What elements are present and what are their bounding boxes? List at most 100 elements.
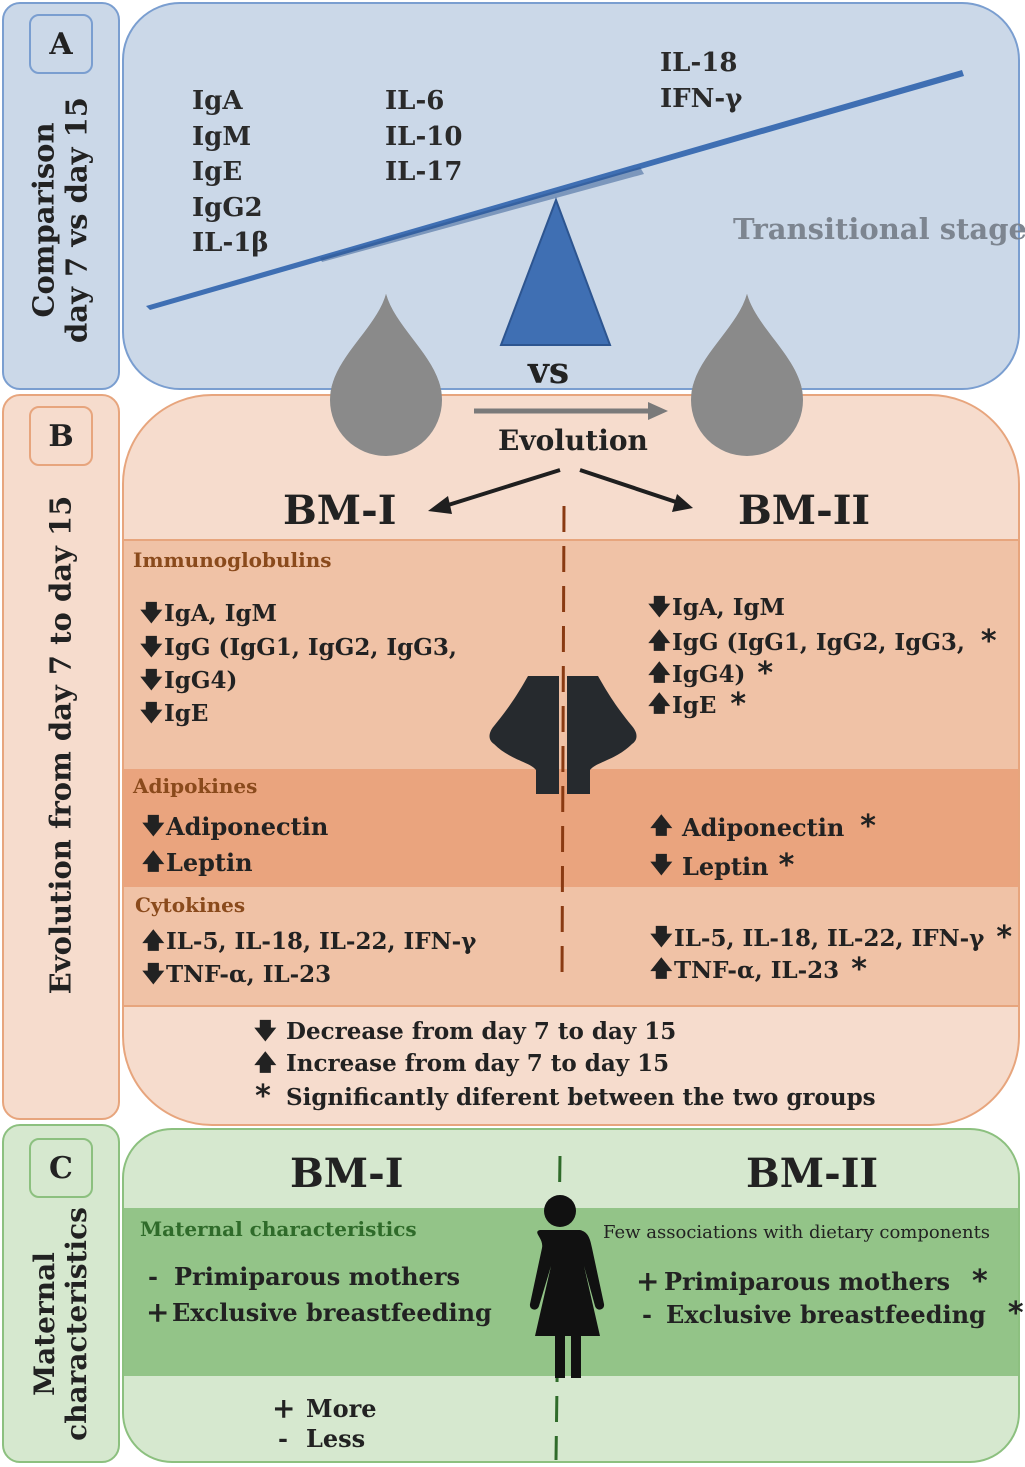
cytokines-title: Cytokines bbox=[135, 893, 246, 917]
adipo-left-text: Adiponectin bbox=[166, 812, 329, 841]
down-arrow-icon: 🡇 bbox=[254, 1018, 277, 1044]
panel-c-graphic bbox=[529, 1155, 605, 1461]
immuno-right-text: IgE bbox=[672, 691, 717, 719]
evolution-arrow-head bbox=[648, 402, 668, 420]
immuno-left-row: 🡇IgA, IgM bbox=[140, 600, 277, 627]
col1-item: IgA bbox=[192, 86, 243, 116]
immuno-left-row: 🡇IgE bbox=[140, 700, 208, 727]
immunoglobulins-title: Immunoglobulins bbox=[133, 548, 332, 572]
minus-sign-icon: - bbox=[278, 1424, 288, 1453]
col2-item: IL-6 bbox=[385, 86, 445, 116]
cyto-right-row: 🡇IL-5, IL-18, IL-22, IFN-γ * bbox=[650, 923, 1012, 953]
significance-star-icon: * bbox=[255, 1079, 271, 1114]
down-arrow-icon: 🡇 bbox=[650, 925, 673, 950]
breast-icon bbox=[489, 676, 637, 794]
transitional-stage-label: Transitional stage bbox=[733, 212, 1025, 246]
significance-star-icon: * bbox=[971, 1263, 988, 1299]
minus-sign-icon: - bbox=[148, 1262, 158, 1291]
cyto-right-text: IL-5, IL-18, IL-22, IFN-γ bbox=[674, 924, 985, 952]
split-arrow-left-head bbox=[428, 496, 452, 514]
significance-star-icon: * bbox=[1007, 1296, 1024, 1331]
immuno-left-row: 🡇IgG4) bbox=[140, 667, 237, 694]
up-arrow-icon: 🡅 bbox=[254, 1050, 277, 1076]
panel-b-main bbox=[122, 394, 1020, 1126]
immuno-left-text: IgE bbox=[164, 700, 209, 727]
down-arrow-icon: 🡇 bbox=[648, 594, 671, 620]
immuno-left-text: IgA, IgM bbox=[164, 600, 278, 627]
panel-c-right-text: Exclusive breastfeeding bbox=[666, 1299, 986, 1329]
down-arrow-icon: 🡇 bbox=[140, 667, 163, 693]
significance-star-icon: * bbox=[996, 920, 1013, 955]
cyto-left-text: TNF-α, IL-23 bbox=[166, 961, 332, 988]
legend-more-row: + More bbox=[272, 1392, 377, 1425]
up-arrow-icon: 🡅 bbox=[142, 849, 165, 875]
panel-c-right-text: Primiparous mothers bbox=[664, 1267, 950, 1296]
panel-a-col2: IL-6 IL-10 IL-17 bbox=[385, 84, 462, 191]
panel-b-side-bar: B Evolution from day 7 to day 15 bbox=[2, 394, 120, 1120]
legend-more-text: More bbox=[306, 1394, 377, 1423]
significance-star-icon: * bbox=[778, 848, 795, 883]
split-arrow-right-head bbox=[672, 494, 693, 512]
col3-item: IL-18 bbox=[660, 48, 738, 78]
up-arrow-icon: 🡅 bbox=[650, 814, 673, 839]
adipo-left-text: Leptin bbox=[166, 848, 253, 877]
legend-increase-row: 🡅 Increase from day 7 to day 15 bbox=[254, 1050, 669, 1077]
immuno-left-row: 🡇IgG (IgG1, IgG2, IgG3, bbox=[140, 634, 457, 661]
immuno-left-text: IgG (IgG1, IgG2, IgG3, bbox=[164, 634, 457, 661]
adipo-right-text: Leptin bbox=[682, 851, 769, 881]
col2-item: IL-17 bbox=[385, 157, 463, 187]
significance-star-icon: * bbox=[851, 952, 867, 987]
adipo-left-row: 🡅Leptin bbox=[142, 848, 253, 877]
down-arrow-icon: 🡇 bbox=[140, 634, 163, 660]
panel-b-letter-box: B bbox=[29, 406, 93, 466]
adipo-left-row: 🡇Adiponectin bbox=[142, 812, 328, 841]
drop-15d-lower bbox=[691, 294, 803, 456]
immuno-right-text: IgG (IgG1, IgG2, IgG3, bbox=[672, 628, 965, 656]
minus-sign-icon: - bbox=[642, 1299, 652, 1329]
panel-c-group-right: BM-II bbox=[746, 1150, 879, 1197]
panel-c-left-row: + Exclusive breastfeeding bbox=[146, 1296, 492, 1329]
panel-c-letter-box: C bbox=[29, 1138, 93, 1198]
col1-item: IgG2 bbox=[192, 192, 263, 223]
immuno-right-row: 🡅IgE * bbox=[648, 690, 746, 720]
col1-item: IgM bbox=[192, 121, 252, 152]
legend-decrease-text: Decrease from day 7 to day 15 bbox=[286, 1018, 677, 1045]
down-arrow-icon: 🡇 bbox=[142, 961, 165, 987]
adipokines-title: Adipokines bbox=[133, 774, 258, 798]
drop-7d-lower bbox=[330, 294, 442, 456]
cyto-right-row: 🡅TNF-α, IL-23 * bbox=[650, 955, 867, 985]
panel-b-divider bbox=[560, 505, 566, 983]
up-arrow-icon: 🡅 bbox=[648, 692, 671, 717]
dietary-associations-title: Few associations with dietary components bbox=[603, 1222, 991, 1243]
panel-b-group-right: BM-II bbox=[738, 487, 871, 534]
panel-a-letter: A bbox=[49, 26, 73, 62]
significance-star-icon: * bbox=[860, 809, 876, 844]
legend-increase-text: Increase from day 7 to day 15 bbox=[286, 1050, 670, 1077]
immuno-right-text: IgA, IgM bbox=[672, 594, 786, 621]
adipo-right-row: 🡇Leptin * bbox=[650, 851, 794, 881]
seesaw-fulcrum bbox=[499, 197, 612, 346]
immuno-right-row: 🡅IgG4) * bbox=[648, 659, 773, 689]
seesaw-beam-highlight bbox=[320, 167, 644, 262]
plus-sign-icon: + bbox=[272, 1392, 296, 1425]
plus-sign-icon: + bbox=[146, 1296, 170, 1329]
legend-significance-row: *Significantly diferent between the two … bbox=[254, 1079, 875, 1114]
col2-item: IL-10 bbox=[385, 121, 463, 152]
panel-c-letter: C bbox=[49, 1150, 73, 1186]
immuno-right-row: 🡇IgA, IgM bbox=[648, 594, 785, 621]
down-arrow-icon: 🡇 bbox=[140, 600, 163, 626]
vs-label: vs bbox=[528, 350, 570, 392]
col3-item: IFN-γ bbox=[660, 83, 743, 114]
panel-a-col3: IL-18 IFN-γ bbox=[660, 46, 742, 117]
legend-less-text: Less bbox=[306, 1424, 366, 1453]
maternal-characteristics-title: Maternal characteristics bbox=[140, 1217, 417, 1241]
panel-c-left-text: Primiparous mothers bbox=[174, 1262, 460, 1291]
panel-c-right-row: + Primiparous mothers * bbox=[636, 1265, 988, 1298]
legend-decrease-row: 🡇 Decrease from day 7 to day 15 bbox=[254, 1018, 676, 1045]
panel-a-side-bar: A Comparison day 7 vs day 15 bbox=[2, 2, 120, 390]
immuno-right-row: 🡅IgG (IgG1, IgG2, IgG3, * bbox=[648, 627, 997, 657]
cyto-left-row: 🡅IL-5, IL-18, IL-22, IFN-γ bbox=[142, 928, 476, 955]
up-arrow-icon: 🡅 bbox=[648, 661, 671, 686]
cyto-left-row: 🡇TNF-α, IL-23 bbox=[142, 961, 331, 988]
immuno-left-text: IgG4) bbox=[164, 667, 238, 694]
